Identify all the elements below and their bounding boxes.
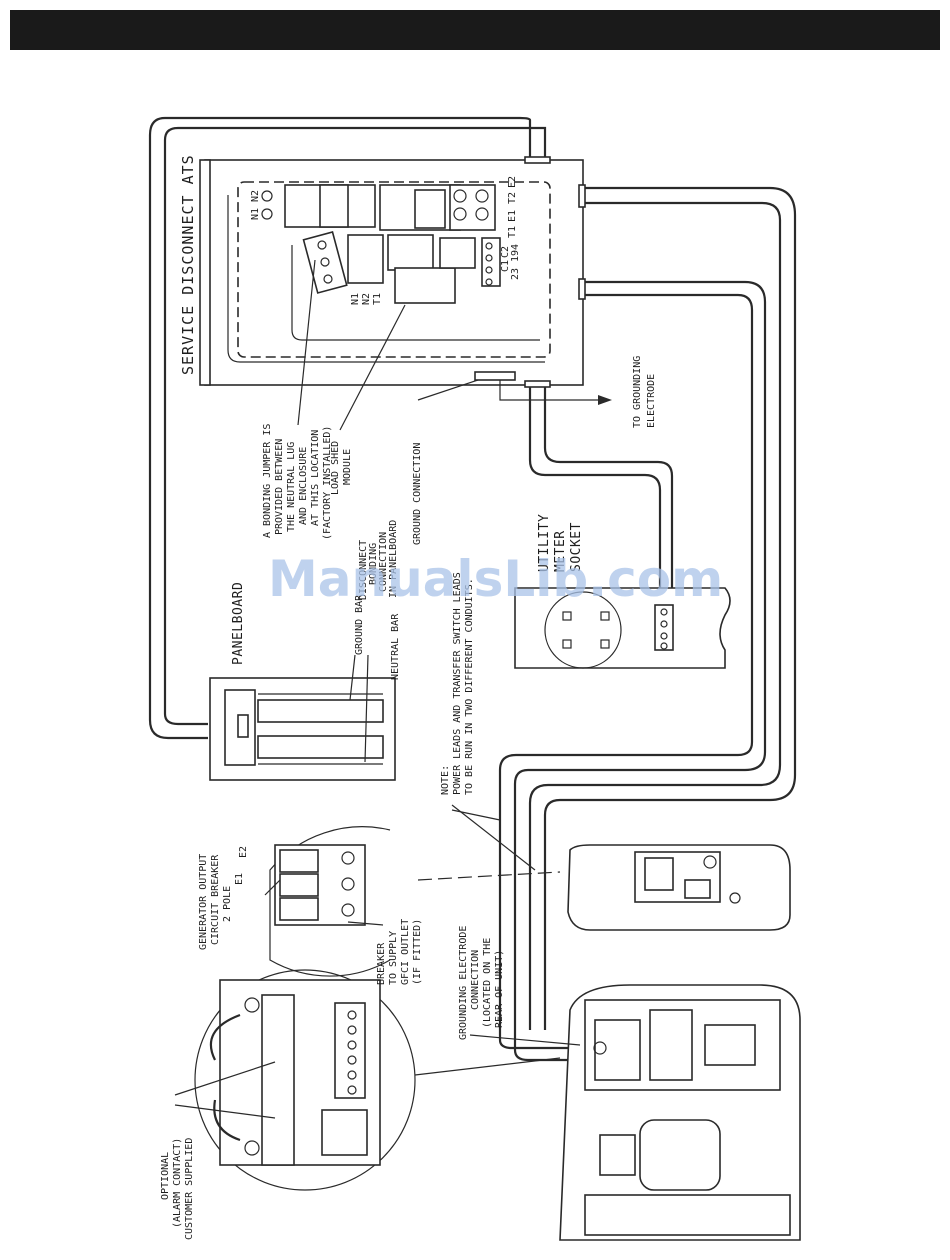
term-e1: E1 (507, 210, 518, 222)
disconnect-bonding-label-4: IN PANELBOARD (388, 520, 399, 598)
term-t2: T2 (507, 192, 518, 204)
term-mid-t1: T1 (372, 293, 383, 305)
term-e2: E2 (507, 176, 518, 188)
grounding-electrode-label-1: TO GROUNDING (632, 356, 643, 428)
grounding-arrow-line (499, 380, 600, 401)
disconnect-bonding-label-1: DISCONNECT (358, 540, 369, 600)
note-label-1: NOTE: (440, 765, 451, 795)
grounding-connection-label-1: GROUNDING ELECTRODE (458, 926, 469, 1040)
generator-control-panel (567, 844, 791, 931)
terminal-detail (194, 969, 561, 1191)
disconnect-bonding-label-2: BONDING (368, 543, 379, 585)
term-n1: N1 (250, 208, 261, 220)
utility-meter-socket (514, 587, 731, 669)
term-mid-n1: N1 (350, 293, 361, 305)
bonding-jumper-label-5: AT THIS LOCATION (310, 430, 321, 526)
bonding-jumper-label-6: (FACTORY INSTALLED) (322, 426, 333, 540)
grounding-electrode-label-2: ELECTRODE (646, 374, 657, 428)
gen-breaker-label-1: GENERATOR OUTPUT (198, 854, 209, 950)
utility-meter-label-1: UTILITY (537, 514, 552, 572)
alarm-contact-label-2: (ALARM CONTACT) (172, 1138, 183, 1228)
breaker-gfci-label-2: TO SUPPLY (388, 931, 399, 985)
breaker-gfci-label-4: (IF FITTED) (412, 919, 423, 985)
note-label-2: POWER LEADS AND TRANSFER SWITCH LEADS (452, 572, 463, 795)
grounding-connection-label-2: CONNECTION (470, 950, 481, 1010)
grounding-connection-label-3: (LOCATED ON THE (482, 938, 493, 1028)
ats-title-label: SERVICE DISCONNECT ATS (179, 154, 197, 375)
alarm-contact-label-3: CUSTOMER SUPPLIED (184, 1138, 195, 1240)
breaker-term-e2: E2 (238, 846, 249, 858)
bonding-jumper-label-4: AND ENCLOSURE (298, 447, 309, 525)
term-mid-n2: N2 (361, 293, 372, 305)
watermark-text: ManualsLib.com (268, 550, 723, 608)
neutral-bar-label: NEUTRAL BAR (390, 613, 401, 680)
term-194: 194 (510, 244, 521, 262)
breaker-gfci-label-3: GFCI OUTLET (400, 919, 411, 985)
utility-meter-label-2: METER (553, 530, 568, 572)
bonding-jumper-label-1: A BONDING JUMPER IS (262, 424, 273, 538)
note-label-3: TO BE RUN IN TWO DIFFERENT CONDUITS. (464, 578, 475, 795)
utility-meter-label-3: SOCKET (569, 522, 584, 572)
term-c1: C1 (500, 260, 511, 272)
grounding-connection-label-4: REAR OF UNIT) (494, 950, 505, 1028)
bonding-jumper-label-3: THE NEUTRAL LUG (286, 442, 297, 532)
ground-bar-label: GROUND BAR (354, 594, 365, 655)
load-shed-label-1: LOAD SHED (330, 441, 341, 495)
conduit-lines (148, 116, 797, 1062)
load-shed-label-2: MODULE (342, 449, 353, 485)
service-disconnect-ats (199, 156, 586, 388)
term-23: 23 (510, 268, 521, 280)
bonding-jumper-label-2: PROVIDED BETWEEN (274, 439, 285, 535)
term-t1: T1 (507, 226, 518, 238)
panelboard (209, 677, 396, 781)
panelboard-label: PANELBOARD (231, 582, 246, 665)
breaker-gfci-label-1: BREAKER (376, 942, 387, 985)
alarm-contact-label-1: OPTIONAL (160, 1152, 171, 1200)
header-bar (10, 10, 940, 50)
disconnect-bonding-label-3: CONNECTION (378, 532, 389, 592)
gen-breaker-label-3: 2 POLE (222, 886, 233, 922)
breaker-term-e1: E1 (234, 873, 245, 885)
ground-connection-label: GROUND CONNECTION (412, 443, 423, 545)
term-c2: C2 (500, 246, 511, 258)
leader-lines (174, 259, 581, 1119)
grounding-arrow-head (598, 395, 612, 405)
breaker-detail (269, 826, 391, 977)
gen-breaker-label-2: CIRCUIT BREAKER (210, 854, 221, 945)
generator-unit (559, 984, 801, 1241)
term-n2: N2 (250, 190, 261, 202)
